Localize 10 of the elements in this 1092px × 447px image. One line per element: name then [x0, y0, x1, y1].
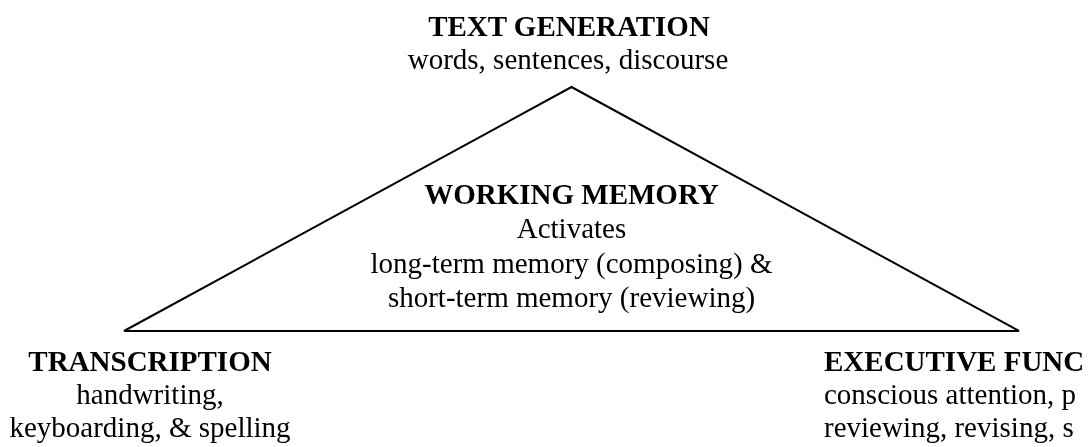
- triangle-shape: [123, 86, 1020, 332]
- label-heading: TRANSCRIPTION: [28, 345, 272, 378]
- label-text: handwriting, keyboarding, & spelling: [8, 378, 292, 444]
- label-heading: EXECUTIVE FUNC: [824, 345, 1085, 378]
- node-text: Activates: [516, 212, 627, 245]
- label-text: conscious attention, p reviewing, revising, s: [824, 378, 1078, 444]
- node-heading: WORKING MEMORY: [424, 178, 719, 211]
- label-text: words, sentences, discourse: [407, 43, 729, 76]
- node-text: long-term memory (composing) & short-term memory (reviewing): [369, 246, 774, 314]
- label-heading: TEXT GENERATION: [428, 10, 710, 43]
